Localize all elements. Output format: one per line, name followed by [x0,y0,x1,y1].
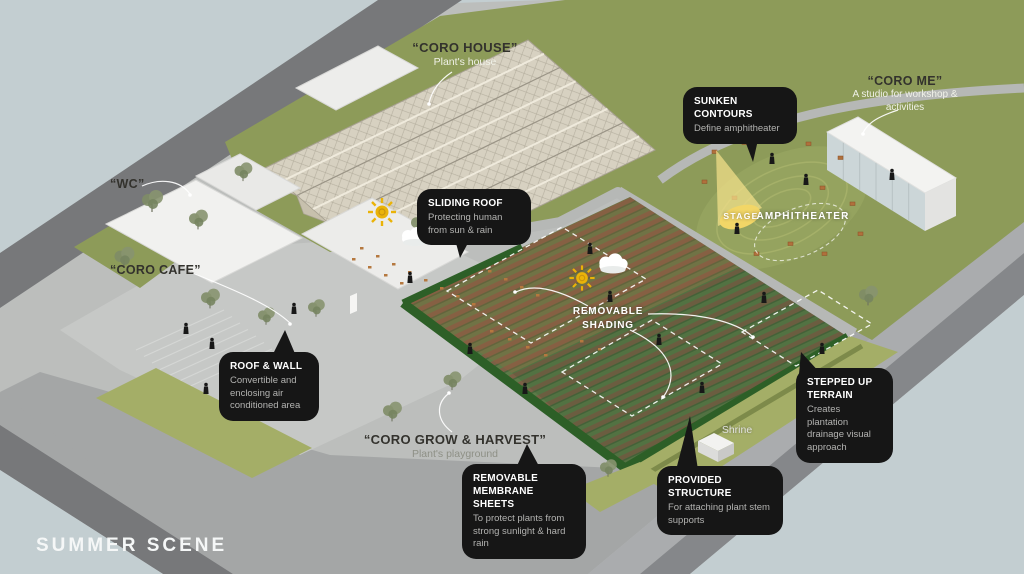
cafe-tables [352,247,602,357]
plaza-steps [135,309,273,390]
shading-zone-outlines [445,226,874,417]
coro-me-building [825,116,958,231]
amphitheater-dashed-outline [754,202,846,262]
shrine-building [698,433,734,462]
leader-dots [188,102,865,399]
sun-icon [366,196,398,228]
stage-spotlight [716,150,762,230]
leader-lines [141,71,899,433]
sun-icon [568,264,596,292]
